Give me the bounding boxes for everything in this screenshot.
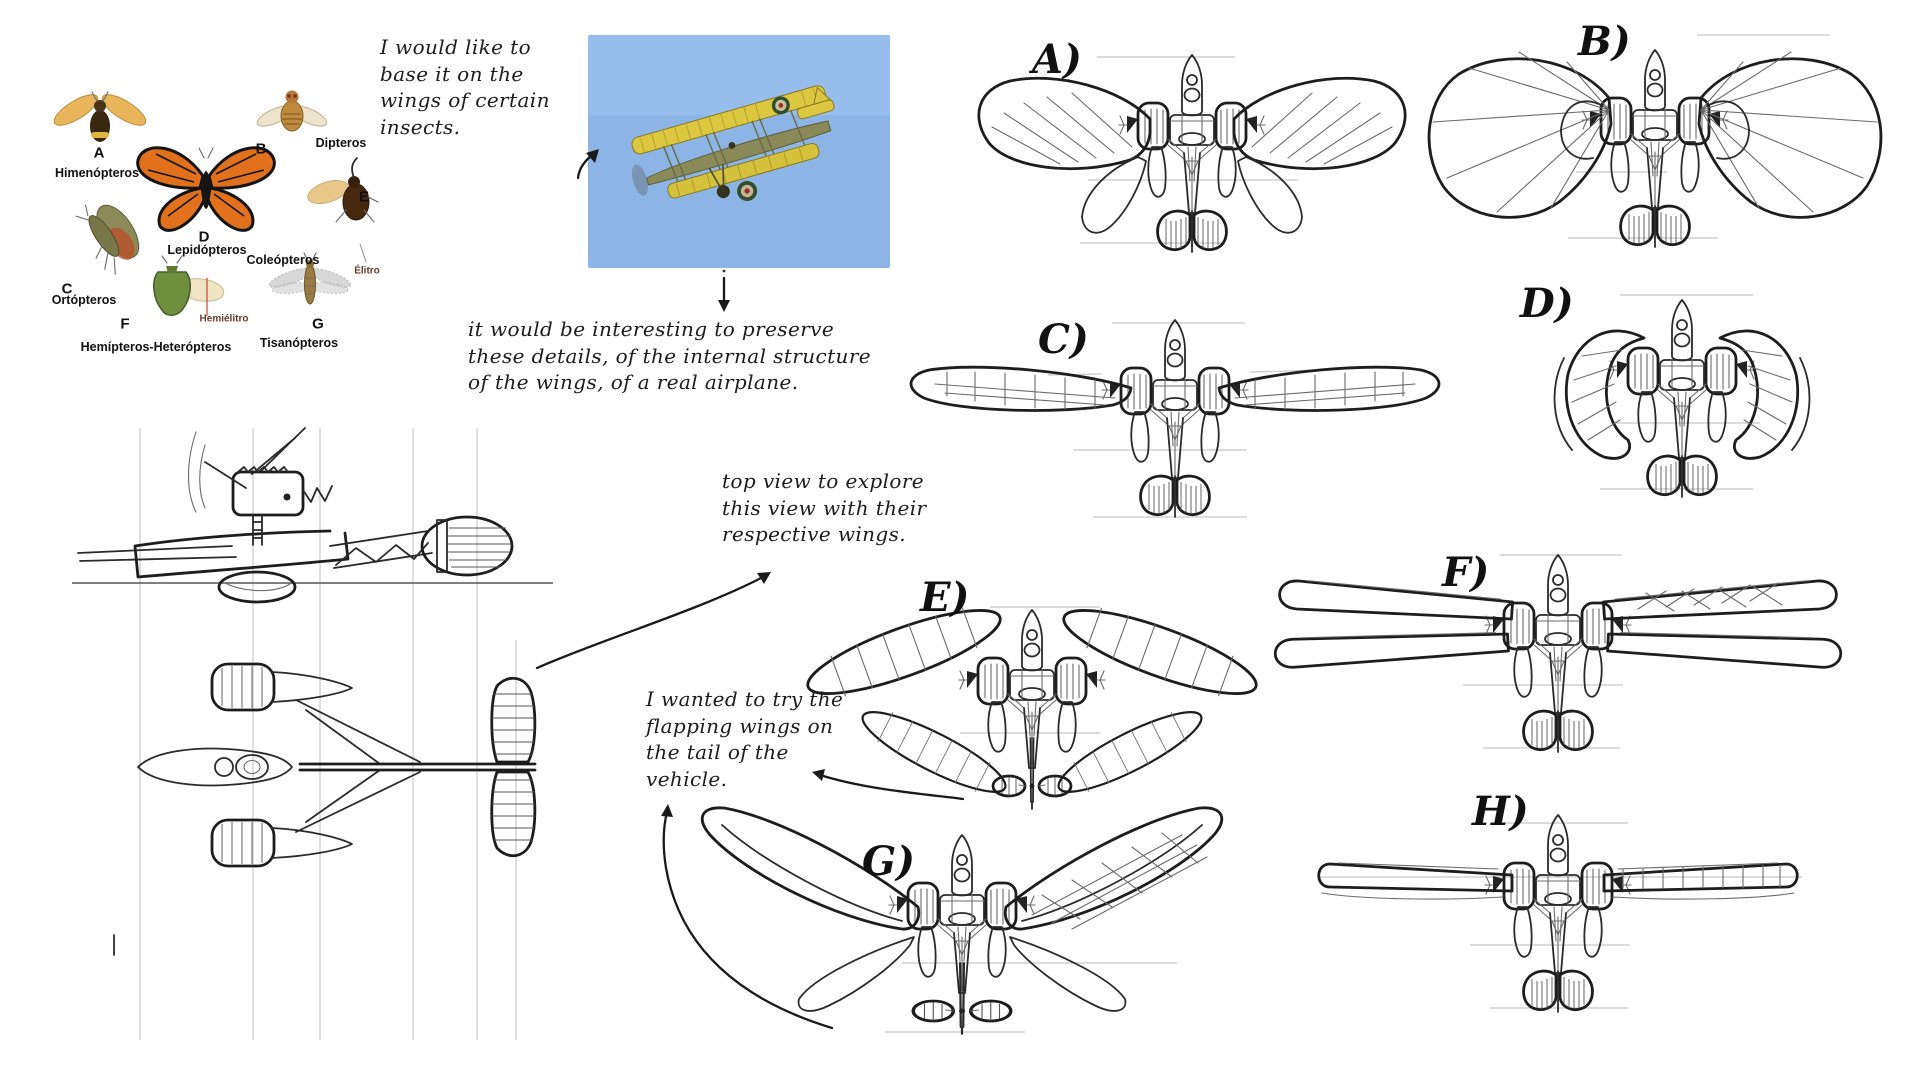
insect-name-hemipteros: Hemípteros-Heterópteros <box>80 340 232 354</box>
arrow-g-to-note-icon <box>662 810 834 1030</box>
sketch-d <box>1553 294 1811 499</box>
annotation-arrows <box>535 149 965 1030</box>
arrow-to-topview-note-icon <box>535 575 765 670</box>
insect-letter-d: D <box>198 228 210 246</box>
insect-letter-e: E <box>358 188 370 206</box>
insect-letter-a: A <box>93 144 105 162</box>
insect-letter-g: G <box>312 315 324 333</box>
sketch-label-g: G) <box>862 838 916 885</box>
sketch-label-b: B) <box>1578 18 1631 65</box>
insect-letter-c: C <box>61 280 73 298</box>
wing-detail-label-elitro: Élitro <box>354 265 380 277</box>
sketch-label-e: E) <box>920 574 970 621</box>
vehicle-top-view-sketch <box>113 662 537 956</box>
insect-name-ortopteros: Ortópteros <box>51 293 117 307</box>
sketch-label-d: D) <box>1520 280 1574 327</box>
note-insect-inspiration: I would like to base it on the wings of … <box>380 35 550 139</box>
insect-letter-f: F <box>120 315 130 333</box>
sketch-label-a: A) <box>1032 36 1082 83</box>
insect-chart-illustration <box>53 90 379 317</box>
sketch-label-f: F) <box>1442 549 1490 596</box>
sketch-label-h: H) <box>1472 788 1529 835</box>
biplane-photo <box>588 35 890 268</box>
note-top-view: top view to explore this view with their… <box>722 469 927 547</box>
arrow-tail-to-note-icon <box>818 773 965 801</box>
sketch-b <box>1427 34 1883 249</box>
insect-name-dipteros: Dipteros <box>315 136 367 150</box>
insect-name-himenopteros: Himenópteros <box>54 166 140 180</box>
sketch-f <box>1273 555 1843 754</box>
insect-name-lepidopteros: Lepidópteros <box>167 243 247 257</box>
sketch-label-c: C) <box>1038 316 1089 363</box>
insect-name-tisanopteros: Tisanópteros <box>259 336 339 350</box>
vehicle-side-view-sketch <box>72 427 553 1040</box>
note-flapping-tail: I wanted to try the flapping wings on th… <box>646 687 844 791</box>
insect-letter-b: B <box>255 140 267 158</box>
wing-detail-label-hemielitro: Hemiélitro <box>199 313 249 325</box>
sketch-a <box>977 55 1407 254</box>
sketch-h <box>1317 815 1802 1014</box>
insect-name-coleopteros: Coleópteros <box>246 253 320 267</box>
note-airplane-structure: it would be interesting to preserve thes… <box>468 317 872 395</box>
sketch-e <box>798 593 1266 811</box>
sketch-c <box>909 320 1441 519</box>
sketch-g <box>700 806 1224 1036</box>
